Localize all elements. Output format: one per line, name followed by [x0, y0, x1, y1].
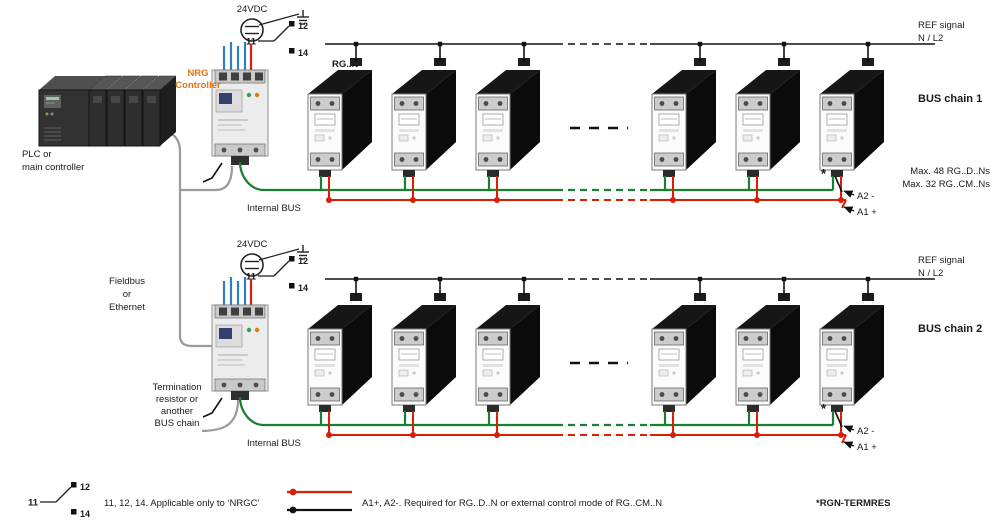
termination-label-line3: another — [161, 406, 193, 417]
legend-applicable-text: 11, 12, 14. Applicable only to ‘NRGC’ — [104, 498, 260, 509]
internal-bus-wire — [238, 161, 835, 192]
plc-unit — [38, 75, 177, 147]
a2-arrow-icon — [843, 190, 855, 198]
max-modules-line2: Max. 32 RG..CM..Ns — [902, 179, 990, 190]
legend-red-dot-icon — [289, 488, 297, 496]
power-bus-wire — [328, 411, 847, 444]
internal-bus-label: Internal BUS — [247, 438, 301, 449]
bus-chain-1: 24VDC NRG Controller RG..N — [175, 4, 990, 218]
ref-signal-label-line2: N / L2 — [918, 33, 943, 44]
legend: 11, 12, 14. Applicable only to ‘NRGC’ A1… — [27, 481, 890, 520]
legend-termres-text: *RGN-TERMRES — [816, 498, 890, 509]
termination-label-line2: resistor or — [156, 394, 198, 405]
module-type-label: RG..N — [332, 59, 359, 70]
power-bus-junction-dots — [326, 197, 844, 203]
a2-label: A2 - — [857, 191, 874, 202]
termres-star: * — [821, 166, 827, 181]
fieldbus-label-line1: Fieldbus — [109, 276, 145, 287]
psu-label-2: 24VDC — [237, 239, 268, 250]
bus-chain-title: BUS chain 2 — [918, 323, 982, 335]
controller-supply-wires — [222, 42, 253, 72]
legend-black-dot-icon — [289, 506, 297, 514]
psu-earth-wire — [258, 248, 300, 261]
ref-junction-squares — [353, 276, 871, 282]
fieldbus-label-line3: Ethernet — [109, 302, 145, 313]
legend-required-text: A1+, A2-. Required for RG..D..N or exter… — [362, 498, 662, 509]
plc-label-line2: main controller — [22, 162, 84, 173]
plc-label-line1: PLC or — [22, 149, 52, 160]
nrg-controller — [211, 304, 269, 401]
a1-arrow-icon — [843, 441, 855, 449]
internal-bus-wire — [238, 396, 835, 427]
ref-signal-label-line1: REF signal — [918, 255, 964, 266]
power-bus-wire — [328, 176, 847, 209]
bus-chain-title: BUS chain 1 — [918, 93, 982, 105]
ref-signal-label-line1: REF signal — [918, 20, 964, 31]
a1-arrow-icon — [843, 206, 855, 214]
controller-label-line1: NRG — [187, 68, 208, 79]
controller-label-line2: Controller — [175, 80, 221, 91]
max-modules-line1: Max. 48 RG..D..Ns — [910, 166, 990, 177]
ref-signal-label-line2: N / L2 — [918, 268, 943, 279]
controller-ground-wire — [202, 397, 223, 418]
termination-label-line4: BUS chain — [155, 418, 200, 429]
a1-label: A1 + — [857, 207, 877, 218]
termination-label-line1: Termination — [152, 382, 201, 393]
a2-arrow-icon — [843, 425, 855, 433]
a1-label: A1 + — [857, 442, 877, 453]
termination-link-wire — [201, 399, 240, 433]
psu-label-1: 24VDC — [237, 4, 268, 15]
power-bus-junction-dots — [326, 432, 844, 438]
ref-junction-squares — [353, 41, 871, 47]
a2-feed-wire — [834, 175, 843, 193]
bus-chain-2: 24VDC — [202, 239, 982, 453]
controller-supply-wires — [222, 277, 253, 307]
internal-bus-label: Internal BUS — [247, 203, 301, 214]
fieldbus-label-line2: or — [123, 289, 131, 300]
termres-star: * — [821, 401, 827, 416]
a2-label: A2 - — [857, 426, 874, 437]
controller-ground-wire — [202, 162, 223, 183]
psu-earth-wire — [258, 13, 300, 26]
a2-feed-wire — [834, 410, 843, 428]
